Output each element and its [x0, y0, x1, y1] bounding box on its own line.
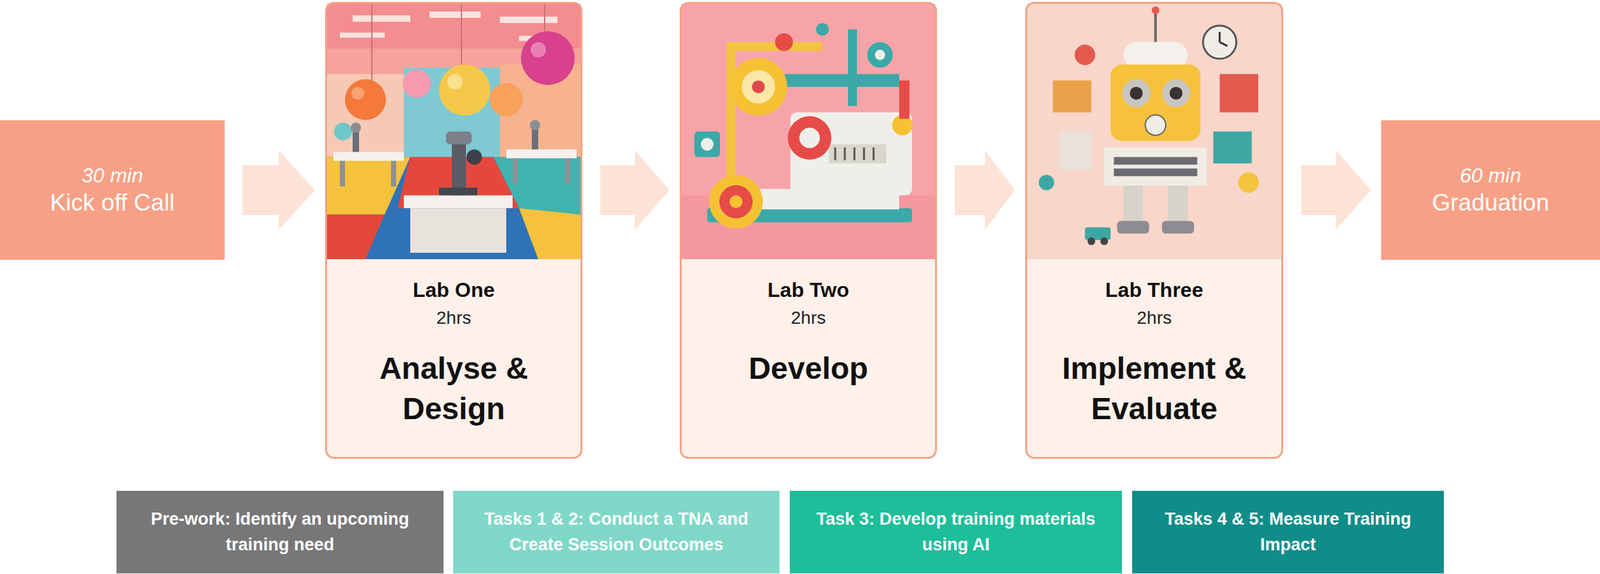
lab-card: Lab Three 2hrsImplement & Evaluate	[1025, 1, 1284, 459]
lab-title: Lab Two	[767, 277, 849, 303]
task-band: Task 3: Develop training materials using…	[789, 490, 1122, 574]
phase-title: Develop	[748, 348, 869, 389]
lab-card: Lab One 2hrsAnalyse & Design	[325, 1, 583, 459]
duration-label: 30 min	[81, 162, 143, 189]
task-band: Pre-work: Identify an upcoming training …	[116, 490, 444, 574]
duration-label: 2hrs	[1136, 306, 1172, 330]
flow-arrow	[1301, 150, 1371, 230]
task-text: Tasks 1 & 2: Conduct a TNA and Create Se…	[474, 506, 758, 557]
task-text: Pre-work: Identify an upcoming training …	[138, 506, 422, 557]
lab-card: Lab Two 2hrsDevelop	[679, 1, 937, 459]
flow-arrow	[954, 150, 1016, 230]
duration-label: 60 min	[1459, 162, 1522, 189]
task-band: Tasks 4 & 5: Measure Training Impact	[1132, 490, 1444, 574]
phase-title: Analyse & Design	[338, 348, 569, 429]
duration-label: 2hrs	[436, 306, 472, 330]
task-text: Tasks 4 & 5: Measure Training Impact	[1153, 506, 1423, 557]
milestone-title: Graduation	[1431, 188, 1549, 218]
milestone-box: 60 minGraduation	[1381, 120, 1600, 260]
phase-title: Implement & Evaluate	[1038, 348, 1270, 429]
flow-arrow	[242, 150, 315, 230]
flow-arrow	[600, 150, 670, 230]
task-band: Tasks 1 & 2: Conduct a TNA and Create Se…	[453, 490, 780, 574]
lab-title: Lab One	[412, 277, 495, 303]
task-text: Task 3: Develop training materials using…	[811, 506, 1101, 557]
duration-label: 2hrs	[791, 306, 826, 330]
lab-title: Lab Three	[1105, 277, 1204, 303]
milestone-box: 30 minKick off Call	[0, 120, 225, 260]
milestone-title: Kick off Call	[49, 188, 175, 218]
